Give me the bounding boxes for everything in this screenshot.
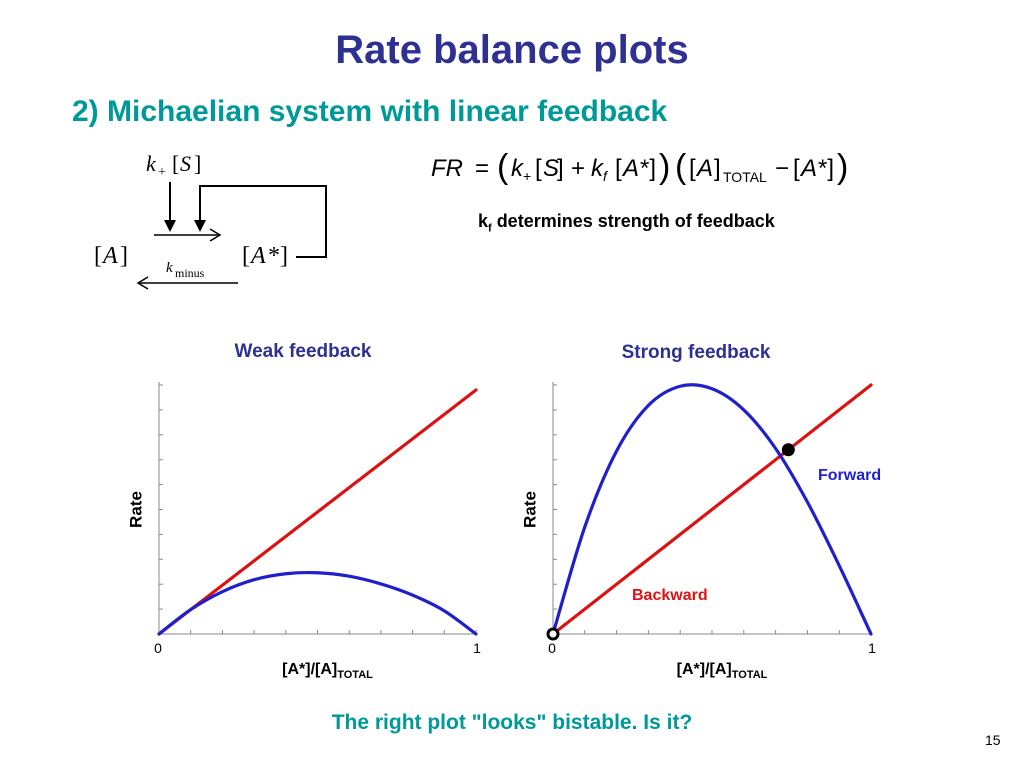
note-subscript-f: f (488, 222, 492, 235)
strong-stable-fixed-point (781, 443, 795, 457)
weak-plot-ylabel: Rate (126, 491, 145, 528)
svg-text:f: f (603, 168, 609, 184)
strong-backward-rate-line (551, 383, 873, 636)
svg-text:[: [ (535, 155, 542, 182)
svg-text:]: ] (714, 155, 721, 182)
weak-plot-xlabel: [A*]/[A]TOTAL (282, 661, 373, 681)
strong-plot-xtick-1: 1 (868, 640, 876, 656)
strong-feedback-plot: Rate 0 1 [A*]/[A]TOTAL Forward Backward (520, 382, 881, 681)
svg-text:(: ( (497, 148, 509, 186)
strong-forward-rate-curve (551, 383, 873, 636)
svg-text:]: ] (120, 243, 128, 269)
weak-feedback-title: Weak feedback (234, 341, 372, 362)
svg-text:]: ] (557, 155, 564, 182)
closing-question: The right plot "looks" bistable. Is it? (331, 711, 693, 734)
svg-text:*]: *] (640, 155, 656, 182)
svg-text:+: + (523, 168, 531, 184)
feedback-loop-line (199, 185, 327, 258)
svg-text:S: S (543, 155, 559, 182)
svg-text:A: A (101, 243, 118, 269)
weak-backward-rate-line (157, 388, 478, 636)
svg-text:(: ( (675, 148, 687, 186)
strong-plot-xtick-0: 0 (548, 640, 556, 656)
svg-text:[: [ (94, 243, 102, 269)
k-plus-s-label: k + [ S ] (146, 151, 201, 180)
input-arrowhead (164, 220, 176, 232)
k-minus-label: k minus (166, 260, 205, 280)
weak-plot-xtick-1: 1 (473, 640, 481, 656)
species-a-label: [ A ] (94, 243, 128, 269)
svg-text:=: = (475, 155, 489, 182)
weak-plot-xtick-0: 0 (154, 640, 162, 656)
reaction-scheme: k + [ S ] [ A ] [ A *] k minus (94, 151, 327, 290)
svg-text:A: A (621, 155, 639, 182)
svg-text:S: S (180, 151, 191, 176)
strong-plot-ylabel: Rate (520, 491, 539, 528)
backward-annotation: Backward (632, 587, 708, 604)
svg-text:]: ] (194, 151, 201, 176)
svg-text:[: [ (172, 151, 179, 176)
feedback-arrowhead (194, 220, 206, 232)
strong-plot-xlabel: [A*]/[A]TOTAL (677, 661, 768, 681)
svg-text:[: [ (689, 155, 696, 182)
svg-text:): ) (659, 148, 670, 186)
svg-text:k: k (591, 155, 605, 182)
svg-text:minus: minus (175, 266, 205, 280)
note-k: k (478, 211, 489, 231)
forward-annotation: Forward (818, 467, 881, 484)
svg-text:k: k (511, 155, 525, 182)
svg-text:A: A (695, 155, 713, 182)
svg-text:FR: FR (431, 155, 463, 182)
svg-text:k: k (166, 260, 173, 276)
feedback-strength-note: kf determines strength of feedback (478, 211, 775, 235)
slide-subtitle: 2) Michaelian system with linear feedbac… (72, 95, 668, 128)
feedback-rate-equation: FR = ( k + [ S ] + k f [ A *] ) ( [ A ] … (431, 148, 848, 186)
svg-text:*]: *] (818, 155, 834, 182)
svg-text:A: A (249, 243, 266, 269)
page-number: 15 (985, 732, 1001, 748)
svg-text:): ) (837, 148, 848, 186)
svg-text:TOTAL: TOTAL (723, 169, 767, 185)
svg-text:[: [ (615, 155, 622, 182)
svg-text:[: [ (242, 243, 250, 269)
strong-origin-fixed-point (546, 627, 560, 641)
species-a-star-label: [ A *] (242, 243, 288, 269)
svg-text:*]: *] (268, 243, 288, 269)
weak-feedback-plot: Rate 0 1 [A*]/[A]TOTAL (126, 382, 481, 681)
note-text: determines strength of feedback (491, 211, 775, 231)
svg-text:+: + (571, 155, 585, 182)
svg-text:+: + (158, 165, 166, 180)
slide-title: Rate balance plots (335, 28, 689, 72)
weak-forward-rate-curve (157, 570, 478, 636)
svg-text:−: − (775, 155, 789, 182)
svg-text:A: A (799, 155, 817, 182)
svg-text:k: k (146, 151, 157, 176)
strong-feedback-title: Strong feedback (621, 342, 771, 363)
svg-text:[: [ (793, 155, 800, 182)
